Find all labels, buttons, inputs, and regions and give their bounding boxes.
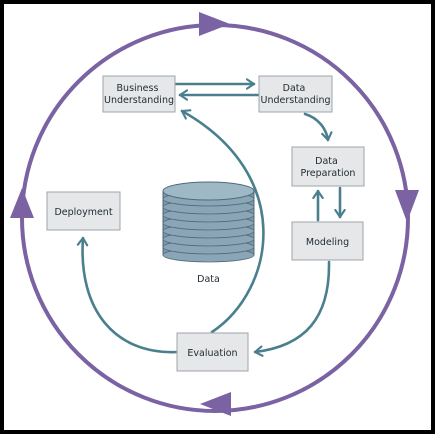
node-data-preparation: Data Preparation — [291, 146, 365, 187]
node-business-understanding: Business Understanding — [102, 75, 176, 113]
cycle-arrowhead-right-icon — [395, 190, 419, 222]
node-label-line: Data — [315, 156, 338, 167]
node-data-understanding: Data Understanding — [258, 75, 333, 113]
node-label-line: Understanding — [104, 95, 174, 106]
svg-text:Data Preparation: Data Preparation — [301, 156, 356, 179]
node-label-line: Deployment — [54, 207, 112, 218]
node-deployment: Deployment — [46, 191, 121, 231]
node-label-line: Preparation — [301, 168, 356, 179]
node-label-line: Business — [117, 83, 159, 94]
cycle-arrowhead-left-icon — [10, 188, 34, 218]
cycle-arrowhead-top-icon — [199, 12, 230, 36]
arrow-data-understanding-to-preparation — [303, 112, 333, 142]
node-modeling: Modeling — [291, 221, 364, 261]
node-label-line: Evaluation — [187, 348, 237, 359]
node-label-line: Understanding — [261, 95, 331, 106]
arrow-modeling-to-evaluation — [253, 260, 331, 357]
database-cylinder-icon — [162, 181, 255, 263]
node-label-line: Data — [283, 83, 306, 94]
arrow-evaluation-to-business — [180, 109, 265, 334]
center-label: Data — [197, 274, 220, 285]
cycle-arrowhead-bottom-icon — [200, 392, 231, 416]
arrow-evaluation-to-deployment — [76, 236, 180, 354]
svg-text:Business Understanding: Business Understanding — [104, 83, 174, 106]
node-evaluation: Evaluation — [176, 332, 249, 372]
svg-text:Data Understanding: Data Understanding — [261, 83, 331, 106]
node-label-line: Modeling — [306, 237, 349, 248]
